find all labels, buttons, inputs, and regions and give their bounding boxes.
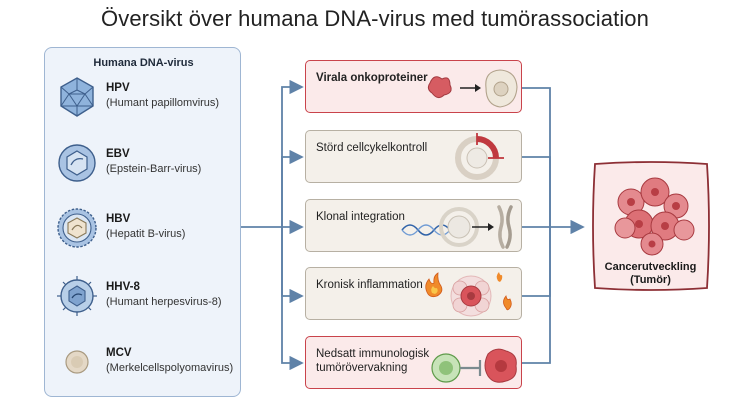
outcome-label-line1: Cancerutveckling — [604, 261, 697, 273]
outcome-label-line2: (Tumör) — [630, 274, 671, 286]
hbv-virus-icon — [55, 206, 99, 250]
virus-entry-hbv: HBV (Hepatit B-virus) — [55, 206, 240, 256]
virus-name: EBV — [106, 148, 130, 160]
dna-integration-icon — [401, 205, 513, 249]
cell-cycle-disruption-icon — [455, 133, 504, 180]
panel-heading: Humana DNA-virus — [93, 57, 194, 69]
mechanism-chronic-inflammation: Kronisk inflammation — [305, 267, 522, 320]
immune-cell-tumor-icon — [431, 348, 517, 383]
virus-entry-hpv: HPV (Humant papillomvirus) — [55, 75, 240, 125]
mechanism-label: Nedsatt immunologisk tumörövervakning — [316, 348, 430, 374]
hpv-icosahedron-icon — [55, 75, 99, 119]
virus-full-name: (Humant herpesvirus-8) — [106, 296, 222, 308]
inflammation-icon — [425, 272, 512, 317]
mechanism-label: Kronisk inflammation — [316, 279, 423, 291]
virus-entry-ebv: EBV (Epstein-Barr-virus) — [55, 141, 240, 191]
virus-entry-hhv8: HHV-8 (Humant herpesvirus-8) — [55, 274, 240, 324]
virus-entry-mcv: MCV (Merkelcellspolyomavirus) — [55, 340, 240, 390]
diagram-title: Översikt över humana DNA-virus med tumör… — [101, 6, 649, 31]
oncoprotein-to-cell-icon — [427, 69, 518, 108]
mechanism-clonal-integration: Klonal integration — [305, 199, 522, 252]
virus-name: MCV — [106, 347, 132, 359]
mechanism-label: Klonal integration — [316, 211, 405, 223]
mcv-virus-icon — [55, 340, 99, 384]
virus-name: HBV — [106, 213, 131, 225]
virus-name: HPV — [106, 82, 130, 94]
tumor-icon — [592, 161, 710, 291]
outcome-cancer-development: Cancerutveckling (Tumör) — [589, 160, 712, 292]
mechanism-label: Störd cellcykelkontroll — [316, 142, 428, 154]
hhv8-virus-icon — [55, 274, 99, 318]
mechanism-viral-oncoproteins: Virala onkoproteiner — [305, 60, 522, 113]
virus-full-name: (Hepatit B-virus) — [106, 228, 186, 240]
virus-name: HHV-8 — [106, 281, 140, 293]
outcome-label: Cancerutveckling (Tumör) — [589, 261, 712, 287]
mechanism-cell-cycle: Störd cellcykelkontroll — [305, 130, 522, 183]
virus-full-name: (Epstein-Barr-virus) — [106, 163, 202, 175]
ebv-virus-icon — [55, 141, 99, 185]
mechanism-label: Virala onkoproteiner — [316, 72, 428, 84]
virus-panel: Humana DNA-virus HPV (Humant papillomvir… — [44, 47, 241, 397]
virus-full-name: (Merkelcellspolyomavirus) — [106, 362, 234, 374]
virus-full-name: (Humant papillomvirus) — [106, 97, 220, 109]
mechanism-immune-surveillance: Nedsatt immunologisk tumörövervakning — [305, 336, 522, 389]
